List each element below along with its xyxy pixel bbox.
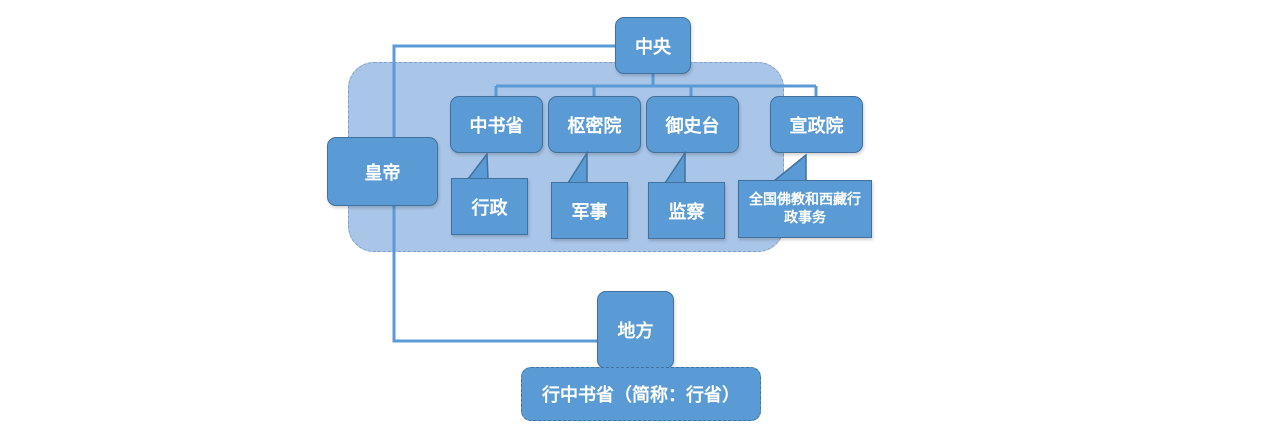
local-unit-label: 行中书省（简称：行省） xyxy=(542,385,740,406)
department-box-4: 宣政院 xyxy=(770,96,863,153)
central-box: 中央 xyxy=(615,17,691,74)
role-callout-2: 军事 xyxy=(551,182,628,239)
department-box-3: 御史台 xyxy=(646,96,739,153)
local-unit-box: 行中书省（简称：行省） xyxy=(521,367,761,421)
department-name-3: 御史台 xyxy=(665,115,720,137)
emperor-label: 皇帝 xyxy=(364,162,401,184)
role-label-2: 军事 xyxy=(571,201,608,223)
emperor-box: 皇帝 xyxy=(327,137,438,206)
department-box-1: 中书省 xyxy=(450,96,543,153)
department-name-2: 枢密院 xyxy=(567,115,622,137)
local-box: 地方 xyxy=(597,291,674,369)
central-label: 中央 xyxy=(635,36,671,58)
callout-pointer-3 xyxy=(663,150,686,184)
department-name-4: 宣政院 xyxy=(789,115,844,137)
local-label: 地方 xyxy=(617,321,654,342)
role-callout-3: 监察 xyxy=(648,182,725,239)
role-label-1: 行政 xyxy=(471,197,508,219)
department-name-1: 中书省 xyxy=(469,115,524,137)
role-label-3: 监察 xyxy=(668,201,705,223)
role-label-4: 全国佛教和西藏行政事务 xyxy=(749,192,861,226)
callout-pointer-4 xyxy=(771,153,807,182)
department-box-2: 枢密院 xyxy=(548,96,641,153)
callout-pointer-2 xyxy=(566,150,588,184)
line-emperor-central xyxy=(392,44,616,138)
role-callout-1: 行政 xyxy=(451,178,528,235)
role-callout-4: 全国佛教和西藏行政事务 xyxy=(738,180,872,238)
line-emperor-local xyxy=(392,205,598,343)
callout-pointer-1 xyxy=(466,151,489,180)
